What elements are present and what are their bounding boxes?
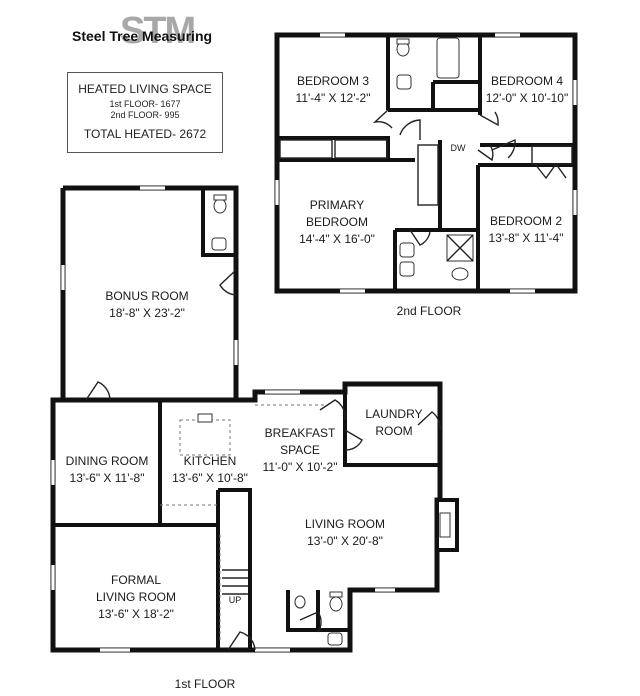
bedroom3-closet	[279, 139, 333, 159]
summary-first-floor: 1st FLOOR- 1677	[109, 99, 181, 109]
bedroom3-dimensions: 11'-4" X 12'-2"	[296, 91, 371, 105]
first-floor-plan: UP BONUS ROOM 18'-8" X 23'-2" DINING ROO…	[50, 185, 459, 691]
summary-total: TOTAL HEATED- 2672	[83, 127, 207, 141]
stair-treads	[222, 569, 248, 595]
primary-bedroom-name-line1: PRIMARY	[310, 198, 364, 212]
second-floor-plan: DW BEDROOM 3 11'-4" X 12'-2" BEDROOM 4 1…	[274, 32, 578, 318]
bedroom4-door	[479, 111, 499, 127]
kitchen-dimensions: 13'-6" X 10'-8"	[172, 471, 248, 485]
summary-second-floor: 2nd FLOOR- 995	[110, 110, 180, 120]
breakfast-door	[319, 399, 346, 421]
primary-sink-icon	[399, 261, 415, 277]
company-brand: STM Steel Tree Measuring	[72, 12, 232, 52]
dining-room-dimensions: 13'-6" X 11'-8"	[70, 471, 145, 485]
bonus-room-dimensions: 18'-8" X 23'-2"	[109, 306, 185, 320]
bedroom3-name: BEDROOM 3	[297, 74, 369, 88]
heated-space-summary: HEATED LIVING SPACE 1st FLOOR- 1677 2nd …	[67, 72, 223, 153]
bedroom4-name: BEDROOM 4	[491, 74, 563, 88]
formal-living-name-line1: FORMAL	[111, 573, 161, 587]
powder-toilet-icon	[329, 596, 343, 612]
primary-bedroom-dimensions: 14'-4" X 16'-0"	[299, 232, 375, 246]
laundry-door-2	[417, 411, 441, 431]
breakfast-name-line2: SPACE	[280, 443, 320, 457]
primary-bath-door	[409, 229, 431, 246]
kitchen-sink-icon	[197, 413, 213, 423]
breakfast-dimensions: 11'-0" X 10'-2"	[263, 460, 338, 474]
kitchen-name: KITCHEN	[184, 454, 237, 468]
linen-wall	[431, 80, 480, 110]
bonus-entry-door	[85, 381, 111, 401]
primary-closet	[417, 144, 439, 206]
bedroom4-dimensions: 12'-0" X 10'-10"	[486, 91, 568, 105]
formal-living-name-line2: LIVING ROOM	[96, 590, 176, 604]
summary-title: HEATED LIVING SPACE	[78, 82, 212, 96]
laundry-name-line1: LAUNDRY	[365, 407, 422, 421]
bonus-door	[219, 269, 237, 296]
living-room-name: LIVING ROOM	[305, 517, 385, 531]
bedroom2-dimensions: 13'-8" X 11'-4"	[489, 231, 564, 245]
bonus-room-wall	[60, 185, 239, 400]
powder-sink-icon	[327, 632, 343, 646]
bonus-bath-wall	[201, 188, 236, 257]
living-room-dimensions: 13'-0" X 20'-8"	[307, 534, 383, 548]
bedroom2-name: BEDROOM 2	[490, 214, 562, 228]
sink-icon	[396, 74, 412, 90]
stair-wall	[216, 488, 252, 650]
dining-kitchen-wall	[53, 400, 218, 527]
laundry-wall	[343, 384, 440, 467]
bedroom2-door	[491, 138, 516, 159]
dining-room-name: DINING ROOM	[66, 454, 149, 468]
bonus-sink-icon	[211, 237, 227, 251]
bedroom4-wall	[478, 35, 575, 147]
primary-toilet-icon	[451, 267, 469, 281]
bonus-toilet-icon	[213, 198, 227, 214]
bedroom2-closet	[531, 145, 573, 165]
breakfast-name-line1: BREAKFAST	[265, 426, 336, 440]
first-floor-label: 1st FLOOR	[175, 677, 236, 691]
hall-door	[477, 144, 494, 162]
company-name: Steel Tree Measuring	[72, 28, 213, 44]
bedroom3-door	[372, 109, 393, 129]
primary-door	[399, 119, 421, 140]
formal-living-dimensions: 13'-6" X 18'-2"	[98, 607, 174, 621]
kitchen-island	[179, 419, 231, 456]
bonus-room-name: BONUS ROOM	[105, 289, 188, 303]
powder-room-wall	[286, 590, 350, 632]
fireplace-insert	[439, 512, 451, 538]
bedroom2-closet-doors	[534, 163, 567, 180]
stair-up-label: UP	[229, 595, 242, 605]
laundry-name-line2: ROOM	[375, 424, 412, 438]
bedroom3-wall	[277, 35, 390, 160]
primary-bedroom-name-line2: BEDROOM	[306, 215, 368, 229]
laundry-door	[344, 429, 363, 451]
bathtub-icon	[436, 37, 460, 79]
company-logo: STM	[120, 10, 196, 52]
second-floor-label: 2nd FLOOR	[397, 304, 462, 318]
dishwasher-label: DW	[451, 143, 466, 153]
front-door	[227, 631, 256, 651]
powder-door	[299, 611, 322, 633]
primary-bath-wall	[395, 140, 575, 291]
